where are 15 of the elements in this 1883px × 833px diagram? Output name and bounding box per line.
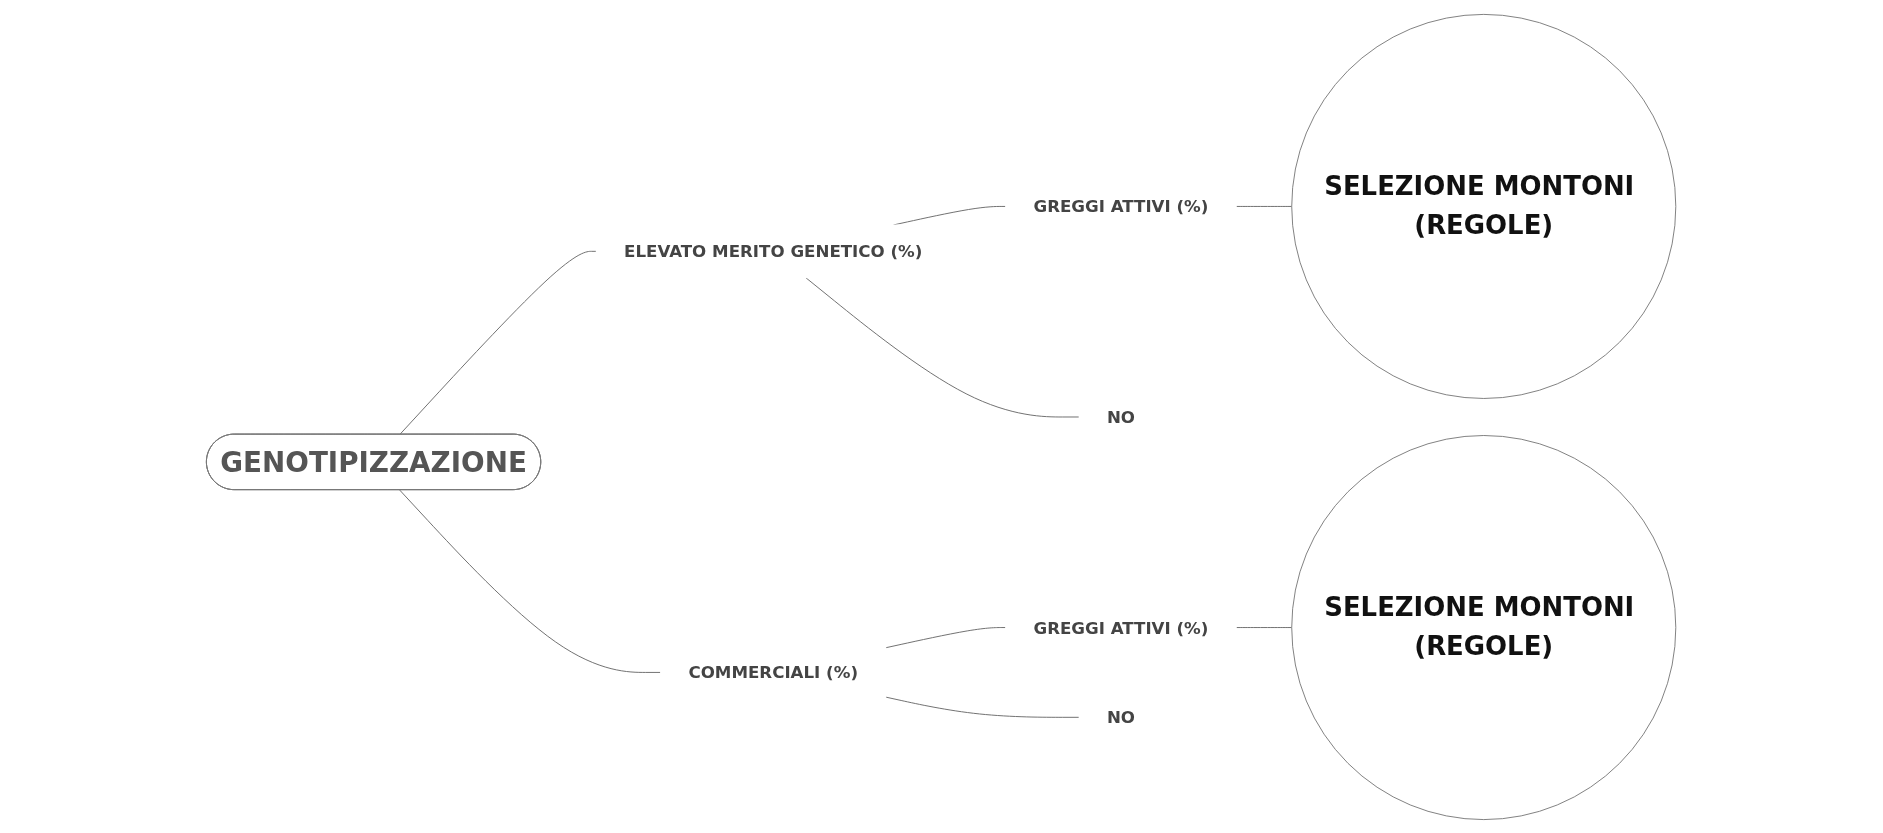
node-circle: SELEZIONE MONTONI (REGOLE) [1291,13,1677,399]
connector [1236,626,1293,628]
connector [885,696,1080,718]
node-text: COMMERCIALI (%) [688,662,859,682]
connector [399,489,662,673]
node-text: NO [1107,707,1136,727]
connector [1236,205,1293,207]
node-text: ELEVATO MERITO GENETICO (%) [624,241,923,261]
node-text: NO [1107,406,1136,427]
node-text: GREGGI ATTIVI (%) [1033,196,1209,216]
connector [805,276,1080,417]
connector [885,626,1007,648]
connector [399,250,598,435]
node-circle: SELEZIONE MONTONI (REGOLE) [1291,434,1677,820]
node-text: GREGGI ATTIVI (%) [1033,617,1209,637]
